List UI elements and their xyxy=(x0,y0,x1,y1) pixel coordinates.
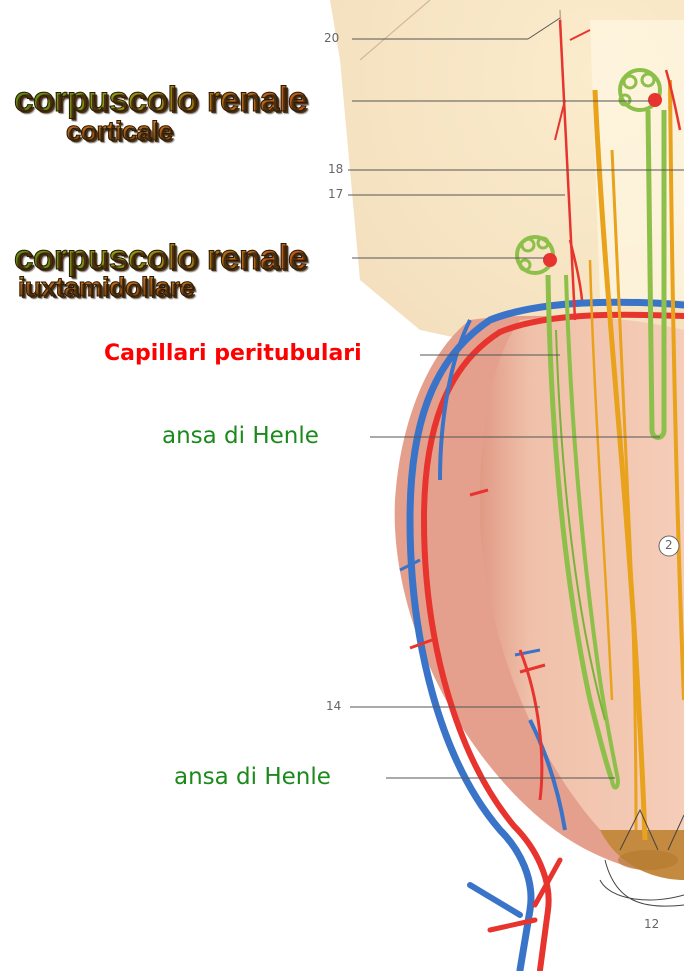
branch-4 xyxy=(519,663,546,674)
bottom-vessel-branch-right xyxy=(532,857,563,908)
label-number-2: 2 xyxy=(665,538,673,552)
label-ansa-henle-bottom: ansa di Henle xyxy=(174,764,331,790)
renal-pyramid xyxy=(479,316,684,850)
capsule-top-line xyxy=(359,0,431,61)
label-number-20: 20 xyxy=(324,31,340,45)
label-corpuscolo-iuxta-line1: corpuscolo renale xyxy=(14,238,308,278)
label-number-12: 12 xyxy=(644,917,660,931)
juxta-afferent xyxy=(568,239,584,301)
label-ansa-henle-top: ansa di Henle xyxy=(162,423,319,449)
cortical-tubule-desc xyxy=(645,109,655,431)
label-number-18: 18 xyxy=(328,162,344,176)
label-number-17: 17 xyxy=(328,187,344,201)
branch-3 xyxy=(514,648,541,657)
interlobar-vein xyxy=(406,298,684,971)
label-corpuscolo-iuxta-line2: iuxtamidollare xyxy=(17,272,195,303)
branch-1 xyxy=(399,558,421,572)
cortical-branch-a xyxy=(554,99,566,141)
glomerulus-juxtamedullary xyxy=(515,235,557,275)
bottom-vessel-branch-low xyxy=(487,917,538,933)
bottom-vessel-branch-left xyxy=(467,882,523,918)
cortical-afferent xyxy=(664,69,682,131)
collecting-duct-1 xyxy=(592,89,648,841)
collecting-duct-4 xyxy=(668,79,684,701)
glomerulus-cortical xyxy=(618,68,662,112)
label-corpuscolo-corticale-line2: corticale xyxy=(66,116,174,147)
label-number-14: 14 xyxy=(326,699,342,713)
label-corpuscolo-corticale-line1: corpuscolo renale xyxy=(14,80,308,120)
papilla-dots xyxy=(618,850,678,870)
interlobar-artery xyxy=(420,311,684,971)
label-capillari-peritubulari: Capillari peritubulari xyxy=(104,341,362,366)
calyx-outline xyxy=(604,859,684,907)
bracket-12 xyxy=(599,879,684,901)
vasa-recta-vein xyxy=(528,719,567,831)
collecting-duct-3 xyxy=(588,259,614,701)
cortical-branch-b xyxy=(569,29,591,41)
juxta-tubule-desc xyxy=(545,274,615,781)
branch-2 xyxy=(409,638,433,650)
outer-vein-branch xyxy=(438,319,472,481)
leader-20b xyxy=(527,17,561,40)
papillary-ducts xyxy=(619,808,684,851)
vasa-recta-green xyxy=(555,329,606,721)
branch-5 xyxy=(469,488,489,497)
juxta-loop-bottom xyxy=(610,779,620,790)
marker-circle-2 xyxy=(658,535,680,557)
collecting-duct-2 xyxy=(610,149,638,831)
juxta-tubule-asc xyxy=(564,274,620,781)
vasa-recta-artery xyxy=(518,649,544,801)
